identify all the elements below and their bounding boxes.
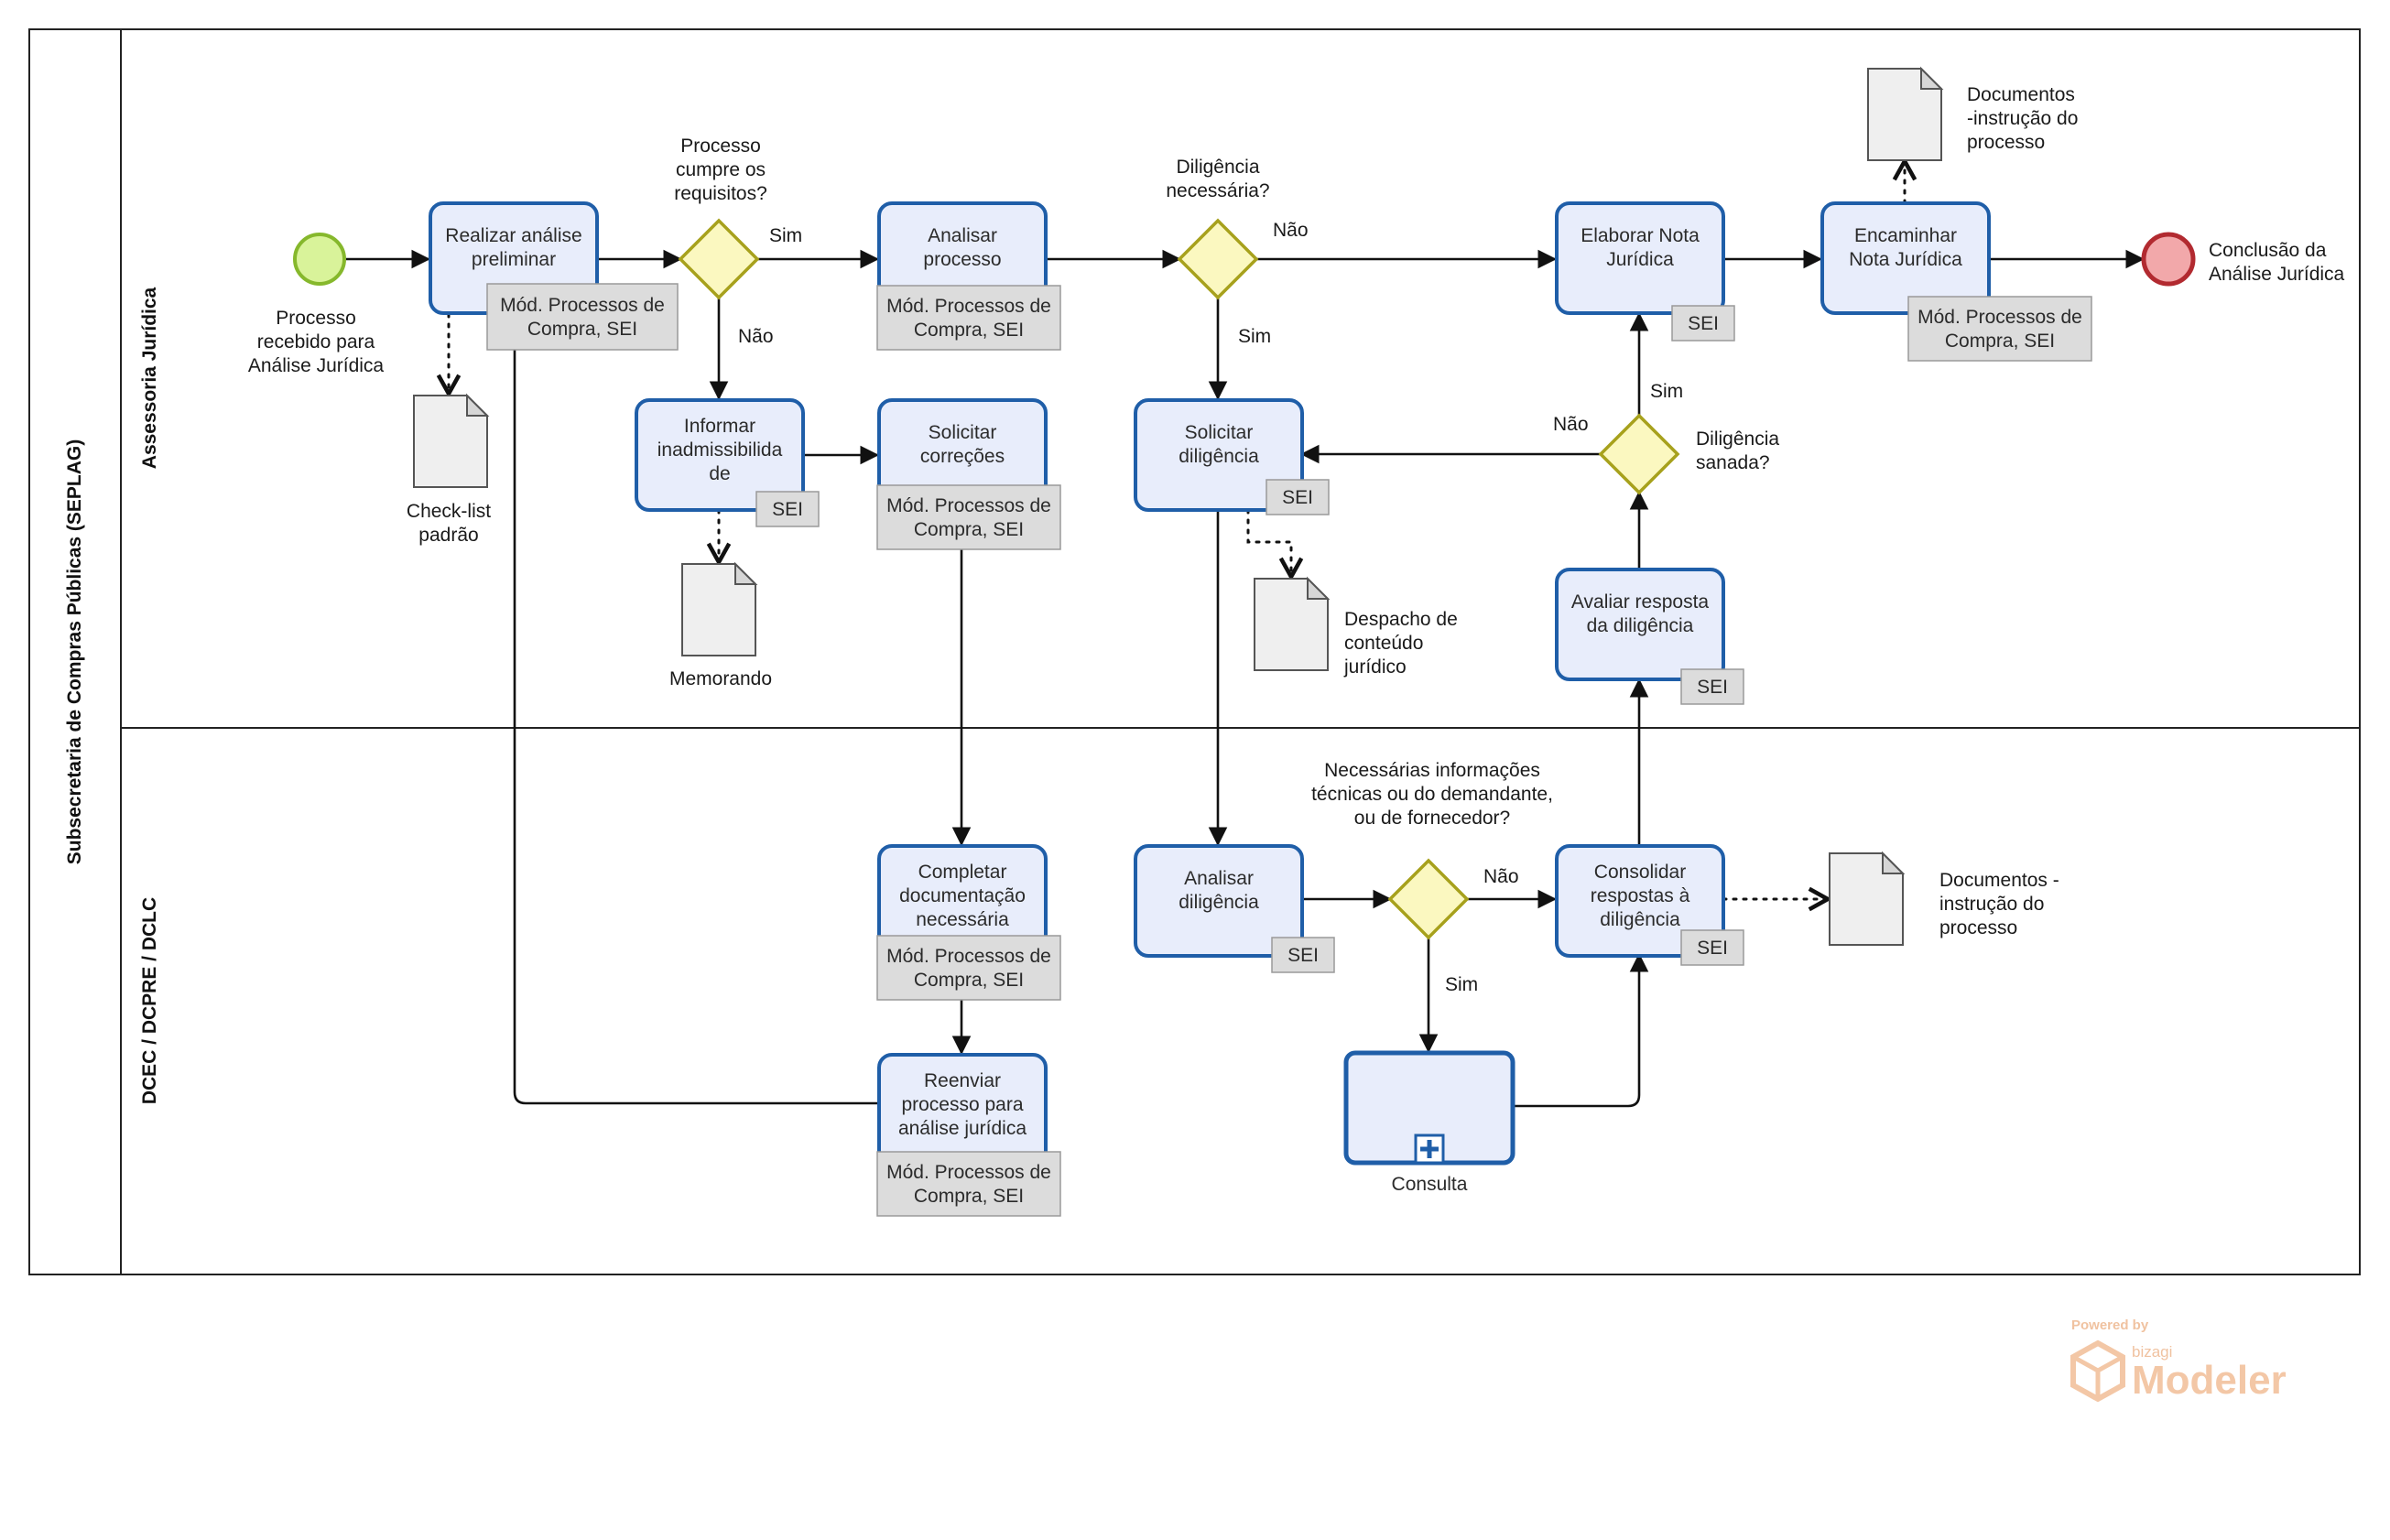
watermark-brand: bizagi [2132,1343,2172,1361]
flow-label-g1-yes: Sim [769,225,802,246]
gateway-g2[interactable] [1177,218,1259,300]
flow-label-g2-no: Não [1273,220,1309,241]
flow-label-g2-yes: Sim [1238,326,1271,347]
flow-label-g4-no: Não [1483,866,1519,887]
document-checklist[interactable] [413,393,490,488]
resource-tag: SEI [1266,479,1330,515]
pool: Subsecretaria de Compras Públicas (SEPLA… [28,28,2361,1275]
resource-label: SEI [772,499,803,520]
lane-title-juridica: Assessoria Jurídica [139,287,160,469]
flow-label-g1-no: Não [738,326,774,347]
associations [449,161,1905,899]
document-docs-instrucao-top[interactable] [1867,66,1944,161]
flow-reenviar-realizar [505,309,877,1105]
subprocess-consulta[interactable]: Consulta [1343,1050,1515,1195]
document-docs-instrucao-bottom[interactable] [1829,851,1906,946]
gateway-g3[interactable] [1598,413,1680,495]
flow-label-g3-yes: Sim [1650,381,1683,402]
flow-consulta-consolidar [1513,952,1649,1108]
subprocess-label: Consulta [1392,1174,1468,1195]
resource-tag: SEI [1671,305,1735,342]
resource-label: SEI [1688,313,1719,334]
assoc-solicitar-despacho [1246,508,1291,577]
resource-label: SEI [1287,945,1319,966]
expand-plus-icon[interactable] [1414,1133,1445,1165]
watermark-product: Modeler [2132,1358,2287,1403]
document-label-memorando: Memorando [669,668,772,689]
gateway-g4[interactable] [1387,858,1470,940]
watermark-powered: Powered by [2071,1318,2149,1333]
pool-title: Subsecretaria de Compras Públicas (SEPLA… [64,439,85,864]
document-despacho[interactable] [1254,576,1331,671]
resource-tag: SEI [1271,937,1335,973]
resource-label: SEI [1697,677,1728,698]
resource-tag: SEI [1680,668,1744,705]
flow-label-g3-no: Não [1553,414,1589,435]
resource-label: SEI [1282,487,1313,508]
resource-tag: SEI [1680,929,1744,966]
resource-tag: SEI [755,491,820,527]
end-event[interactable] [2141,232,2196,287]
bizagi-logo-icon [2070,1339,2125,1403]
start-event[interactable] [293,233,346,286]
bizagi-watermark: Powered by bizagi Modeler [2070,1318,2287,1403]
sequence-flows [346,249,2146,1108]
document-memorando[interactable] [681,561,758,656]
lane-title-dcec: DCEC / DCPRE / DCLC [139,897,160,1104]
gateway-g1[interactable] [678,218,760,300]
resource-label: SEI [1697,938,1728,959]
flow-label-g4-yes: Sim [1445,974,1478,995]
